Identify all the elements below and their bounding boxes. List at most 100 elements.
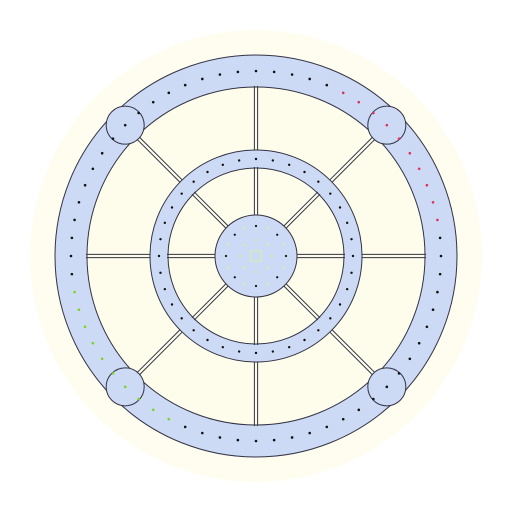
outer-track-space[interactable] <box>385 385 389 389</box>
outer-track-space[interactable] <box>100 357 104 361</box>
outer-track-space[interactable] <box>308 77 312 81</box>
outer-track-space[interactable] <box>254 439 258 443</box>
inner-track-space[interactable] <box>351 254 355 258</box>
outer-track-space[interactable] <box>70 272 74 276</box>
hub-inner-space[interactable] <box>238 254 242 258</box>
outer-track-space[interactable] <box>137 397 140 401</box>
outer-track-space[interactable] <box>123 385 127 389</box>
outer-track-space[interactable] <box>73 290 76 294</box>
outer-track-space[interactable] <box>123 123 127 127</box>
outer-track-space[interactable] <box>417 167 421 171</box>
outer-track-space[interactable] <box>372 397 375 401</box>
hub-inner-space[interactable] <box>266 266 269 269</box>
inner-track-space[interactable] <box>338 206 342 209</box>
hub-inner-space[interactable] <box>254 270 258 274</box>
outer-track-space[interactable] <box>438 236 442 240</box>
outer-track-space[interactable] <box>151 100 155 104</box>
hub-space[interactable] <box>282 266 285 269</box>
outer-track-space[interactable] <box>417 341 421 345</box>
outer-track-space[interactable] <box>254 69 258 73</box>
outer-track-space[interactable] <box>436 218 439 222</box>
hub-space[interactable] <box>227 243 230 246</box>
outer-track-space[interactable] <box>290 73 294 76</box>
outer-track-space[interactable] <box>357 408 361 412</box>
inner-track-space[interactable] <box>271 159 275 162</box>
outer-track-space[interactable] <box>91 167 95 171</box>
inner-track-space[interactable] <box>254 157 258 161</box>
center-hub[interactable] <box>214 214 298 298</box>
inner-track-space[interactable] <box>180 192 183 195</box>
hub-inner-space[interactable] <box>254 238 258 242</box>
inner-track-space[interactable] <box>317 180 320 183</box>
outer-track-space[interactable] <box>425 325 429 329</box>
outer-track-space[interactable] <box>341 417 345 421</box>
outer-track-space[interactable] <box>69 254 73 258</box>
outer-track-space[interactable] <box>290 436 294 439</box>
outer-track-space[interactable] <box>200 431 204 435</box>
inner-track-space[interactable] <box>159 271 162 275</box>
inner-track-space[interactable] <box>163 221 167 225</box>
hub-inner-space[interactable] <box>243 243 246 246</box>
inner-track-space[interactable] <box>350 237 353 241</box>
hub-space[interactable] <box>233 276 236 279</box>
hub-space[interactable] <box>227 266 230 269</box>
hub-space[interactable] <box>276 276 279 279</box>
inner-track-space[interactable] <box>303 338 306 342</box>
hub-space[interactable] <box>254 224 258 228</box>
hub-space[interactable] <box>243 227 246 230</box>
outer-track-space[interactable] <box>436 290 439 294</box>
inner-track-space[interactable] <box>329 317 332 320</box>
hub-space[interactable] <box>284 254 288 258</box>
inner-track-space[interactable] <box>237 350 241 353</box>
outer-track-space[interactable] <box>73 218 76 222</box>
outer-track-space[interactable] <box>431 200 435 204</box>
outer-track-space[interactable] <box>167 91 171 95</box>
inner-track-space[interactable] <box>192 180 195 183</box>
outer-track-space[interactable] <box>408 151 412 155</box>
outer-track-space[interactable] <box>272 70 276 74</box>
outer-track-space[interactable] <box>167 417 171 421</box>
inner-track-space[interactable] <box>350 271 353 275</box>
outer-track-space[interactable] <box>77 200 81 204</box>
outer-track-space[interactable] <box>83 325 87 329</box>
outer-track-space[interactable] <box>183 425 187 429</box>
inner-track-space[interactable] <box>221 345 225 349</box>
outer-track-space[interactable] <box>425 183 429 187</box>
hub-space[interactable] <box>266 282 269 285</box>
inner-track-space[interactable] <box>329 192 332 195</box>
inner-track-space[interactable] <box>170 206 174 209</box>
outer-track-space[interactable] <box>272 438 276 442</box>
hub-inner-space[interactable] <box>270 254 274 258</box>
hub-inner-space[interactable] <box>266 243 269 246</box>
outer-track-space[interactable] <box>431 308 435 312</box>
hub-space[interactable] <box>276 233 279 236</box>
inner-track-space[interactable] <box>170 303 174 306</box>
outer-track-space[interactable] <box>341 91 345 95</box>
inner-track-space[interactable] <box>157 254 161 258</box>
inner-track-space[interactable] <box>345 287 349 291</box>
outer-track-space[interactable] <box>183 83 187 87</box>
inner-track-space[interactable] <box>303 170 306 174</box>
outer-track-space[interactable] <box>151 408 155 412</box>
outer-track-space[interactable] <box>70 236 74 240</box>
outer-track-space[interactable] <box>357 100 361 104</box>
inner-track-space[interactable] <box>271 350 275 353</box>
outer-track-space[interactable] <box>325 425 329 429</box>
outer-track-space[interactable] <box>83 183 87 187</box>
outer-track-space[interactable] <box>439 254 443 258</box>
outer-track-space[interactable] <box>397 137 401 140</box>
inner-track-space[interactable] <box>237 159 241 162</box>
outer-track-space[interactable] <box>200 77 204 81</box>
inner-track-space[interactable] <box>317 329 320 332</box>
hub-inner-space[interactable] <box>243 266 246 269</box>
inner-track-space[interactable] <box>159 237 162 241</box>
outer-track-space[interactable] <box>236 70 240 74</box>
outer-track-space[interactable] <box>438 272 442 276</box>
inner-track-space[interactable] <box>287 163 291 167</box>
inner-track-space[interactable] <box>192 329 195 332</box>
hub-space[interactable] <box>254 284 258 288</box>
outer-track-space[interactable] <box>111 137 115 140</box>
outer-track-space[interactable] <box>325 83 329 87</box>
outer-track-space[interactable] <box>77 308 81 312</box>
inner-track-space[interactable] <box>163 287 167 291</box>
